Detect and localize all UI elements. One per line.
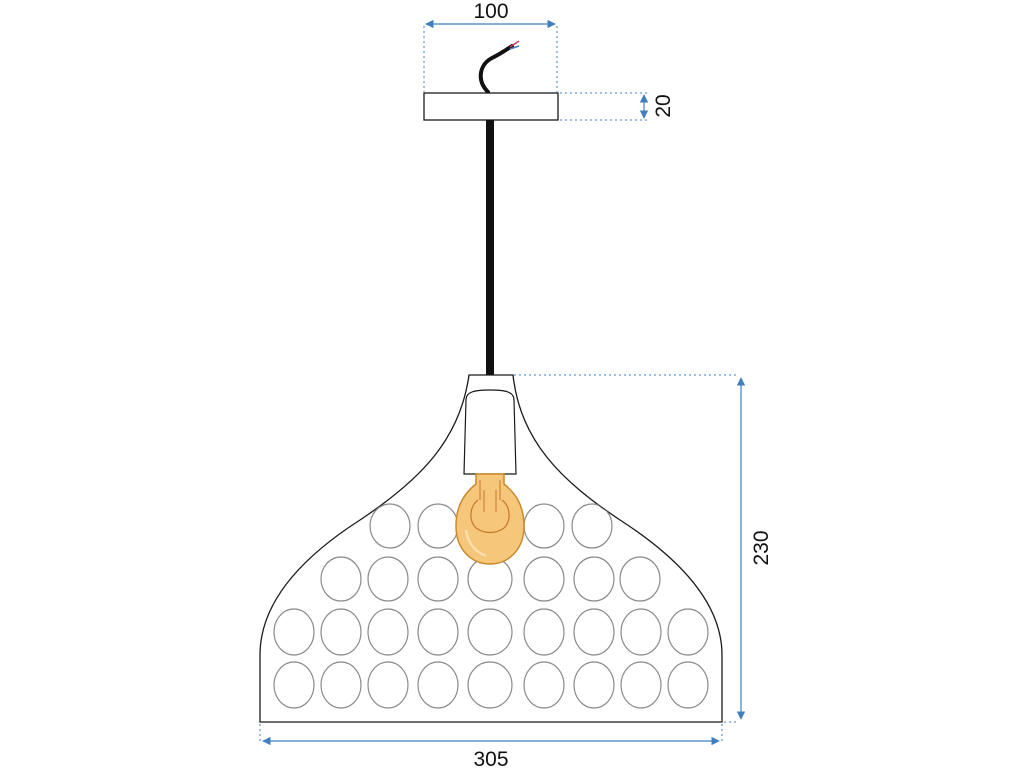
edison-bulb: [455, 473, 525, 565]
perforation-hole: [571, 503, 613, 549]
shade-height-dimension: 230: [514, 374, 773, 723]
perforation-hole: [620, 661, 662, 709]
canopy-width-label: 100: [473, 0, 508, 23]
perforation-hole: [523, 661, 565, 709]
shade-perforations: [273, 503, 709, 709]
shade-height-label: 230: [750, 530, 773, 565]
perforation-hole: [667, 661, 709, 709]
perforation-hole: [573, 661, 615, 709]
shade-width-dimension: 305: [259, 724, 723, 768]
power-wires: [478, 40, 520, 94]
perforation-hole: [417, 661, 459, 709]
suspension-cable: [486, 120, 494, 376]
lamp-socket: [463, 389, 517, 475]
perforation-hole: [573, 556, 615, 602]
perforation-hole: [320, 608, 362, 656]
perforation-hole: [320, 661, 362, 709]
perforation-hole: [367, 661, 409, 709]
perforation-hole: [369, 503, 411, 549]
perforation-hole: [523, 556, 565, 602]
canopy-width-dimension: 100: [423, 0, 558, 92]
perforation-hole: [523, 608, 565, 656]
perforation-hole: [273, 661, 315, 709]
perforation-hole: [367, 556, 409, 602]
perforation-hole: [417, 556, 459, 602]
perforation-hole: [467, 608, 513, 656]
perforation-hole: [367, 608, 409, 656]
shade-width-label: 305: [473, 748, 508, 768]
canopy-height-label: 20: [652, 94, 675, 117]
perforation-hole: [320, 556, 362, 602]
perforation-hole: [273, 608, 315, 656]
perforation-hole: [619, 556, 661, 602]
perforation-hole: [667, 608, 709, 656]
perforation-hole: [620, 608, 662, 656]
ceiling-canopy: [423, 92, 559, 121]
perforation-hole: [573, 608, 615, 656]
perforation-hole: [467, 661, 513, 709]
canopy-height-dimension: 20: [560, 92, 675, 121]
perforation-hole: [417, 608, 459, 656]
